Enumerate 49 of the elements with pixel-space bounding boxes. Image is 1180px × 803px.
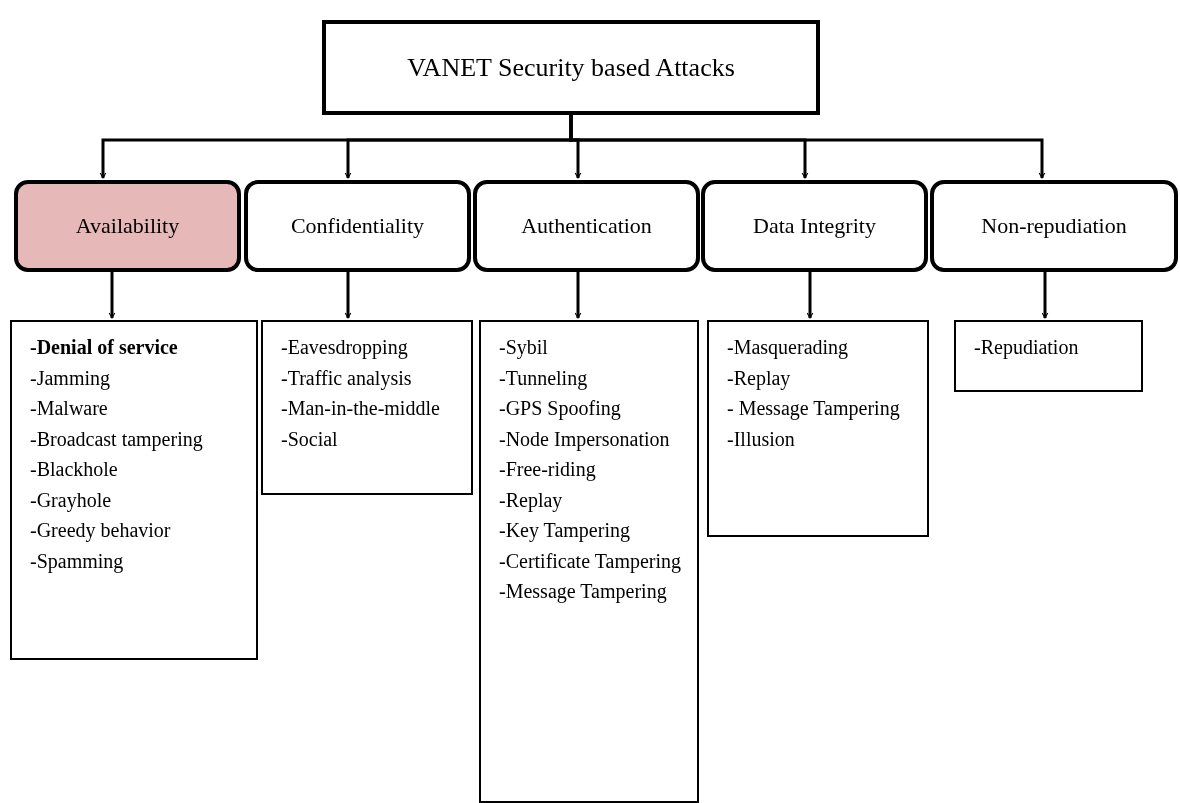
list-item: -Malware: [30, 396, 109, 421]
list-item: - Message Tampering: [727, 396, 901, 422]
category-box: [473, 180, 700, 272]
list-item: -Free-riding: [499, 457, 597, 483]
category-box: [244, 180, 471, 272]
list-item: -Repudiation: [974, 335, 1080, 361]
category-box: [930, 180, 1178, 272]
list-item: -Grayhole: [30, 487, 113, 514]
list-item: -Blackhole: [30, 457, 119, 482]
list-item: -Illusion: [727, 426, 796, 452]
title-box: [322, 20, 820, 115]
arrow: [1041, 272, 1049, 319]
arrow: [108, 272, 116, 319]
list-item: -Greedy behavior: [30, 518, 172, 544]
attack-list-box: [954, 320, 1143, 392]
list-item: -Man-in-the-middle: [281, 396, 441, 421]
arrow: [806, 272, 814, 319]
category-label: Data Integrity: [753, 213, 876, 239]
list-item: -Masquerading: [727, 335, 850, 361]
list-item: -Jamming: [30, 365, 111, 392]
list-item: -Social: [281, 426, 339, 452]
list-item: -Spamming: [30, 548, 125, 575]
attack-list-box: [261, 320, 473, 495]
list-item: -Node Impersonation: [499, 426, 671, 453]
attack-list-box: [10, 320, 258, 660]
category-label: Availability: [75, 213, 180, 239]
list-item: -Sybil: [499, 335, 549, 361]
list-item: -Key Tampering: [499, 518, 631, 544]
list-item: -Tunneling: [499, 365, 589, 392]
category-box: [14, 180, 241, 272]
attack-list-box: [707, 320, 929, 537]
category-label: Authentication: [521, 213, 652, 239]
arrow: [569, 115, 1046, 179]
list-item: -Denial of service: [30, 335, 179, 360]
list-item: -Traffic analysis: [281, 365, 413, 392]
list-item: -Broadcast tampering: [30, 426, 204, 453]
list-item: -Replay: [727, 365, 792, 392]
category-label: Confidentiality: [290, 213, 425, 239]
arrow: [574, 272, 582, 319]
arrow: [344, 272, 352, 319]
title-text: VANET Security based Attacks: [407, 52, 735, 83]
list-item: -GPS Spoofing: [499, 396, 622, 422]
list-item: -Message Tampering: [499, 579, 668, 605]
list-item: -Replay: [499, 487, 564, 514]
category-box: [701, 180, 928, 272]
attack-list-box: [479, 320, 699, 803]
list-item: -Certificate Tampering: [499, 548, 683, 575]
category-label: Non-repudiation: [981, 213, 1127, 239]
list-item: -Eavesdropping: [281, 335, 409, 361]
